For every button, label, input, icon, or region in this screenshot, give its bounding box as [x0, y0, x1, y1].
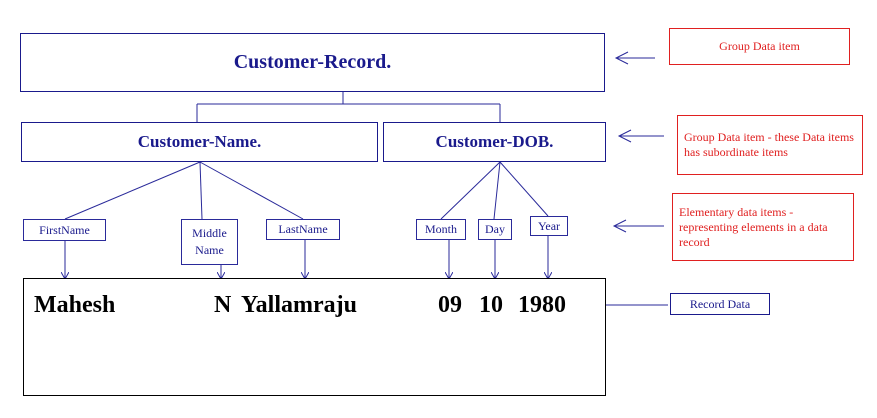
- annotation-record-data: Record Data: [670, 293, 770, 315]
- field-node-day: Day: [478, 219, 512, 240]
- annotation-elementary-items: Elementary data items - representing ele…: [672, 193, 854, 261]
- record-value-year: 1980: [518, 292, 566, 318]
- annotation-arrow-elementary: [612, 219, 664, 233]
- group-node-label: Customer-DOB.: [435, 132, 554, 151]
- record-value-firstname: Mahesh: [34, 292, 116, 318]
- field-node-label: FirstName: [39, 222, 90, 237]
- root-node-label: Customer-Record.: [233, 51, 392, 73]
- field-node-firstname: FirstName: [23, 219, 106, 241]
- field-node-label: LastName: [278, 222, 328, 236]
- record-value-lastname: Yallamraju: [241, 292, 357, 318]
- annotation-text: Record Data: [689, 296, 751, 311]
- root-node-customer-record: Customer-Record.: [20, 33, 605, 92]
- annotation-text: Group Data item: [719, 39, 800, 53]
- field-node-label: Day: [485, 222, 505, 236]
- annotation-text: Elementary data items - representing ele…: [679, 204, 828, 249]
- record-value-middlename: N: [214, 292, 232, 318]
- record-data-box: [23, 278, 606, 396]
- connector-day: [493, 161, 501, 220]
- annotation-arrow-subgroup: [617, 129, 664, 143]
- field-node-label: Year: [537, 218, 561, 233]
- annotation-subordinate-items: Group Data item - these Data items has s…: [677, 115, 863, 175]
- group-node-label: Customer-Name.: [137, 132, 262, 151]
- connector-middlename: [199, 161, 203, 220]
- annotation-text: Group Data item - these Data items has s…: [684, 130, 854, 159]
- field-node-middlename: Middle Name: [181, 219, 238, 265]
- field-node-year: Year: [530, 216, 568, 236]
- connector-firstname: [64, 161, 201, 220]
- field-node-lastname: LastName: [266, 219, 340, 240]
- annotation-group-data-item: Group Data item: [669, 28, 850, 65]
- group-node-customer-name: Customer-Name.: [21, 122, 378, 162]
- field-node-label: Month: [424, 222, 457, 236]
- field-node-month: Month: [416, 219, 466, 240]
- connector-lastname: [199, 161, 304, 220]
- connector-year: [499, 161, 549, 217]
- group-node-customer-dob: Customer-DOB.: [383, 122, 606, 162]
- record-value-day: 10: [479, 292, 503, 318]
- field-node-label: Middle Name: [192, 226, 227, 257]
- record-value-month: 09: [438, 292, 462, 318]
- annotation-arrow-group: [614, 51, 655, 65]
- connector-month: [440, 161, 501, 220]
